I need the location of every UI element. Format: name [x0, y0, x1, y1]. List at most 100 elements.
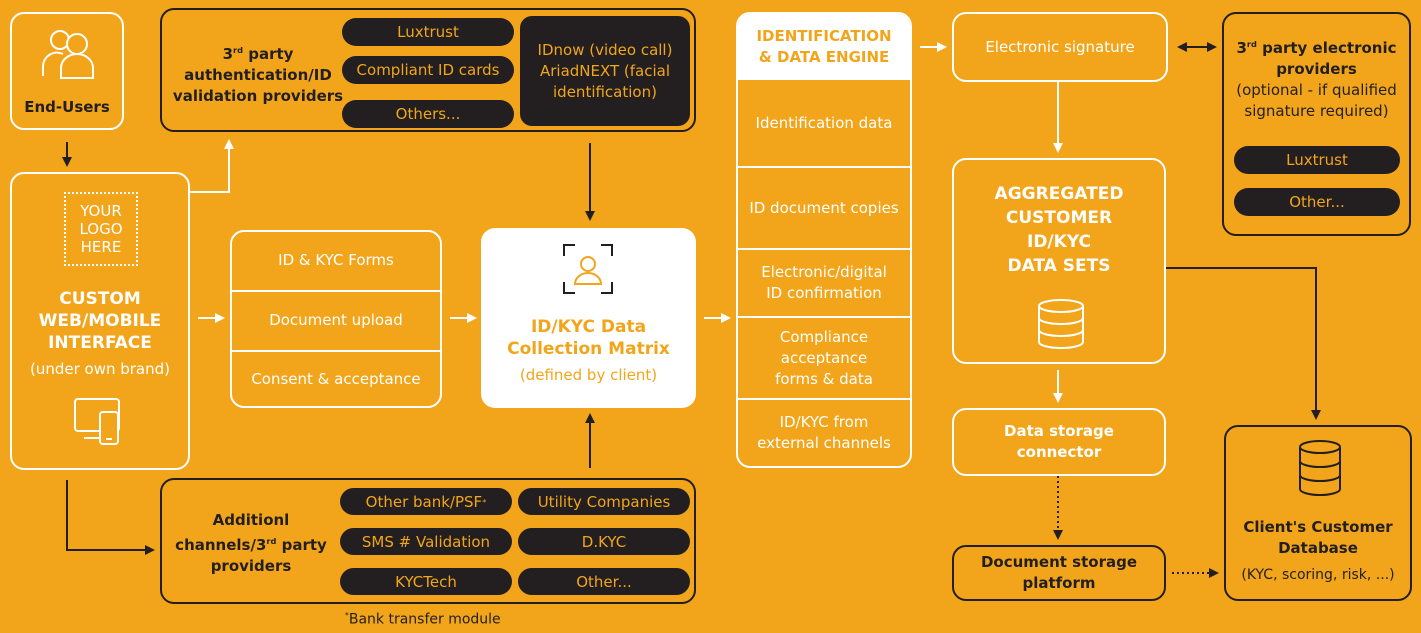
connector-line-1: Data storage [1004, 422, 1114, 440]
pill-utility-text: Utility Companies [537, 492, 671, 511]
auth-title-num: 3 [222, 45, 233, 63]
interface-title-line-3: INTERFACE [48, 333, 152, 353]
engine-divider-2 [738, 248, 910, 250]
document-storage-box: Document storage platform [952, 545, 1166, 601]
logo-line-2: LOGO [79, 220, 123, 238]
pill-other-bank-sup: * [482, 496, 487, 507]
arrow-interface-to-auth [190, 139, 234, 193]
aggregated-title-line-2: CUSTOMER [1005, 208, 1113, 228]
bank-transfer-footnote: *Bank transfer module [345, 611, 501, 628]
matrix-subtitle: (defined by client) [519, 366, 658, 384]
engine-divider-3 [738, 316, 910, 318]
users-icon [42, 30, 94, 79]
engine-item-identification-data: Identification data [755, 114, 893, 132]
interface-subtitle: (under own brand) [29, 360, 171, 378]
additional-title-prefix: channels/3 [175, 536, 267, 554]
matrix-box: ID/KYC Data Collection Matrix (defined b… [481, 228, 696, 408]
matrix-title-line-2: Collection Matrix [507, 339, 670, 359]
aggregated-title: AGGREGATED CUSTOMER ID/KYC DATA SETS [954, 182, 1164, 278]
engine-item-compliance: Compliance acceptance forms & data [775, 327, 873, 388]
video-line-1: IDnow (video call) [537, 40, 673, 59]
pill-luxtrust: Luxtrust [342, 18, 514, 46]
pill-sms-text: SMS # Validation [361, 532, 491, 551]
forms-item-2: Document upload [269, 311, 403, 329]
engine-item-id-document-copies: ID document copies [749, 199, 899, 217]
engine-item-external-channels: ID/KYC from external channels [757, 413, 891, 452]
forms-divider-1 [232, 290, 440, 292]
video-line-2: AriadNEXT (facial [539, 61, 671, 80]
face-scan-icon [563, 244, 613, 294]
matrix-title-line-1: ID/KYC Data [530, 317, 647, 337]
interface-title-line-2: WEB/MOBILE [38, 311, 162, 331]
additional-title-line-3: providers [210, 557, 292, 575]
interface-title: CUSTOM WEB/MOBILE INTERFACE [12, 288, 188, 354]
esig-pill-other: Other... [1234, 188, 1400, 216]
aggregated-title-line-3: ID/KYC [1027, 232, 1091, 252]
forms-item-1: ID & KYC Forms [278, 251, 394, 269]
esig-providers-box: 3rd party electronic providers (optional… [1222, 12, 1411, 236]
esig-subtitle-line-1: (optional - if qualified [1236, 81, 1397, 99]
esig-title-rest: party electronic [1256, 39, 1397, 57]
logo-line-1: YOUR [80, 202, 122, 220]
footnote-star: * [345, 611, 349, 620]
storage-connector-box: Data storage connector [952, 408, 1166, 476]
doc-storage-line-1: Document storage [980, 553, 1138, 571]
pill-kyctech: KYCTech [340, 568, 512, 595]
aggregated-title-line-4: DATA SETS [1007, 256, 1111, 276]
end-users-label: End-Users [24, 98, 110, 116]
doc-storage-line-2: platform [1022, 574, 1096, 592]
client-db-subtitle: (KYC, scoring, risk, ...) [1241, 567, 1395, 583]
auth-title-rest: party [242, 45, 294, 63]
esig-title-num: 3 [1236, 39, 1247, 57]
aggregated-box: AGGREGATED CUSTOMER ID/KYC DATA SETS [952, 158, 1166, 364]
client-db-title: Client's Customer Database [1226, 517, 1410, 559]
esig-title-line-2: providers [1276, 60, 1357, 78]
end-users-box: End-Users [10, 12, 124, 130]
client-database-box: Client's Customer Database (KYC, scoring… [1224, 425, 1412, 601]
auth-providers-title: 3rd party authentication/ID validation p… [170, 40, 346, 107]
pill-compliant-id-cards: Compliant ID cards [342, 56, 514, 84]
video-identification-box: IDnow (video call) AriadNEXT (facial ide… [520, 16, 690, 126]
custom-interface-box: YOUR LOGO HERE CUSTOM WEB/MOBILE INTERFA… [10, 172, 190, 470]
engine-title-line-1: IDENTIFICATION [756, 27, 892, 45]
esignature-label: Electronic signature [985, 38, 1135, 56]
logo-placeholder: YOUR LOGO HERE [64, 192, 138, 266]
footnote-text: Bank transfer module [348, 611, 501, 628]
engine-title-line-2: & DATA ENGINE [758, 48, 890, 66]
client-db-line-2: Database [1278, 539, 1358, 557]
engine-divider-1 [738, 166, 910, 168]
database-icon [1038, 299, 1084, 349]
arrow-aggregated-to-clientdb [1166, 267, 1321, 420]
pill-sms-validation: SMS # Validation [340, 528, 512, 555]
pill-other: Other... [518, 568, 690, 595]
devices-icon [74, 398, 120, 445]
esig-pill-luxtrust: Luxtrust [1234, 146, 1400, 174]
auth-title-line-2: authentication/ID [184, 66, 332, 84]
esig-providers-title: 3rd party electronic providers (optional… [1224, 34, 1409, 122]
pill-other-text: Other... [576, 572, 632, 591]
esig-title-sup: rd [1246, 39, 1257, 49]
aggregated-title-line-1: AGGREGATED [994, 184, 1124, 204]
pill-dkyc: D.KYC [518, 528, 690, 555]
video-line-3: identification) [553, 82, 657, 101]
pill-kyctech-text: KYCTech [395, 572, 457, 591]
logo-line-3: HERE [80, 238, 122, 256]
additional-title-line-1: Additionl [212, 511, 290, 529]
interface-title-line-1: CUSTOM [59, 289, 141, 309]
engine-divider-4 [738, 398, 910, 400]
esig-subtitle-line-2: signature required) [1244, 102, 1389, 120]
pill-other-bank: Other bank/PSF* [340, 488, 512, 515]
additional-title-sup: rd [266, 536, 277, 546]
forms-divider-2 [232, 350, 440, 352]
connector-line-2: connector [1016, 443, 1102, 461]
esignature-box: Electronic signature [952, 12, 1168, 82]
pill-dkyc-text: D.KYC [581, 532, 627, 551]
additional-title-rest: party [276, 536, 327, 554]
forms-box: ID & KYC Forms Document upload Consent &… [230, 230, 442, 408]
pill-other-bank-text: Other bank/PSF [365, 492, 483, 511]
engine-header: IDENTIFICATION & DATA ENGINE [738, 14, 910, 80]
engine-item-electronic-id: Electronic/digital ID confirmation [761, 263, 887, 302]
auth-providers-box: 3rd party authentication/ID validation p… [160, 8, 696, 132]
forms-item-3: Consent & acceptance [251, 370, 421, 388]
